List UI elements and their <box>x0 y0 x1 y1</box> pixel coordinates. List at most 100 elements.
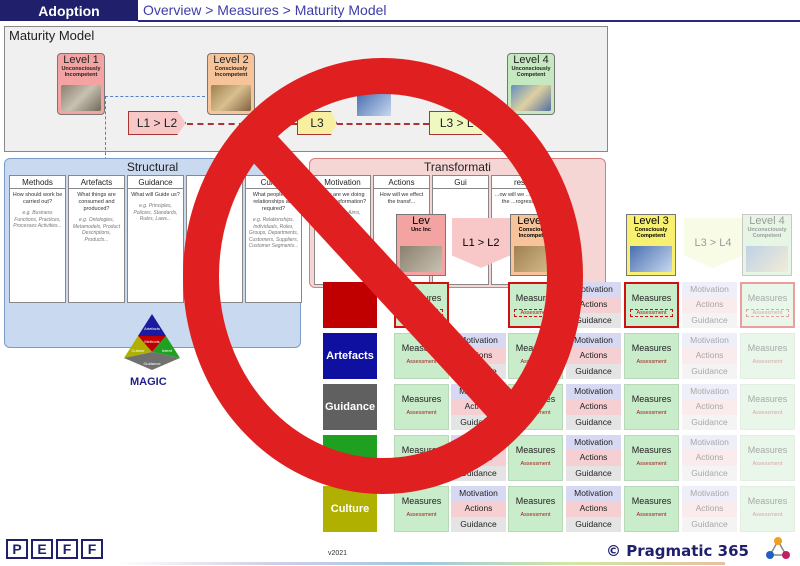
cell-motivation-label: Motivation <box>451 333 506 349</box>
cell-guidance-label: Guidance <box>566 516 621 532</box>
magic-part: Culture <box>132 348 146 353</box>
cell-motivation-label: Motivation <box>682 282 737 298</box>
structural-column-hidden <box>186 175 243 303</box>
column-head: Motivation <box>315 176 370 189</box>
column-head: Culture <box>246 176 301 189</box>
column-head: Artefacts <box>69 176 124 189</box>
cell-actions-label: Actions <box>451 348 506 364</box>
matrix-arrow-l3-l4: L3 > L4 <box>684 218 742 268</box>
transition-l3-l4: L3 > L4 <box>429 111 491 135</box>
matrix-level-1-card-sub: Unc Inc <box>411 227 431 233</box>
column-examples: e.g. Relationships, Individuals, Roles, … <box>248 217 299 249</box>
breadcrumb[interactable]: Overview > Measures > Maturity Model <box>143 2 387 18</box>
cell-assessment-label: Assessment <box>752 461 783 467</box>
level-3-image-icon <box>357 94 391 116</box>
brand-logo: © Pragmatic 365 <box>606 542 749 560</box>
cell-motivation-label: Motivation <box>682 435 737 451</box>
cell-actions-label: Actions <box>566 501 621 517</box>
cell-motivation-label: Motivation <box>451 486 506 502</box>
cell-actions-label: Actions <box>566 348 621 364</box>
matrix-level-2-card-image-icon <box>514 246 556 272</box>
structural-column-methods: Methods How should work be carried out? … <box>9 175 66 303</box>
cell-guidance-label: Guidance <box>451 414 506 430</box>
level-2-sub: Consciously Incompetent <box>214 66 248 78</box>
cell-measures-label: Measures <box>515 496 556 506</box>
magic-part: Guidance <box>143 361 161 366</box>
matrix-row-label: Culture <box>323 486 377 532</box>
cell-assessment-label: Assessment <box>406 410 437 416</box>
cell-measures-label: Measures <box>747 293 788 303</box>
cell-assessment-label: Assessment <box>520 461 551 467</box>
level-2-name: Level 2 <box>213 54 249 66</box>
cell-actions-label: Actions <box>451 450 506 466</box>
cell-measures-label: Measures <box>515 394 556 404</box>
level-1-image-icon <box>61 85 101 111</box>
matrix-row-label: Guidance <box>323 384 377 430</box>
cell-actions-label: Actions <box>566 399 621 415</box>
cell-actions-label: Actions <box>566 297 621 313</box>
section-tab[interactable]: Adoption <box>0 0 138 21</box>
transition-dash <box>337 123 429 125</box>
cell-measures-label: Measures <box>631 343 672 353</box>
footer-gradient-line <box>115 562 725 565</box>
cell-measures-label: Measures <box>401 343 442 353</box>
column-question: What people and relationships are requir… <box>252 192 295 212</box>
maturity-model-title: Maturity Model <box>9 28 95 43</box>
structural-column-culture: Culture What people and relationships ar… <box>245 175 302 303</box>
cell-measures-label: Measures <box>401 445 442 455</box>
magic-label: MAGIC <box>130 376 167 388</box>
cell-motivation-label: Motivation <box>451 435 506 451</box>
cell-motivation-label: Motivation <box>682 486 737 502</box>
structural-column-artefacts: Artefacts What things are consumed and p… <box>68 175 125 303</box>
cell-motivation-label: Motivation <box>682 384 737 400</box>
cell-guidance-label: Guidance <box>682 414 737 430</box>
cell-motivation-label: Motivation <box>451 384 506 400</box>
magic-part: Artefacts <box>144 326 160 331</box>
cell-assessment-label: Assessment <box>630 309 673 317</box>
transition-l3: L3 <box>297 111 337 135</box>
molecule-icon <box>766 537 790 559</box>
cell-assessment-label: Assessment <box>752 359 783 365</box>
level-1-sub: Unconsciously Incompetent <box>61 66 101 78</box>
magic-part: Methods <box>144 339 159 344</box>
column-head: res <box>492 176 547 189</box>
column-question: How should work be carried out? <box>12 192 63 205</box>
cell-assessment-label: Assessment <box>520 359 551 365</box>
cell-guidance-label: Guidance <box>566 363 621 379</box>
